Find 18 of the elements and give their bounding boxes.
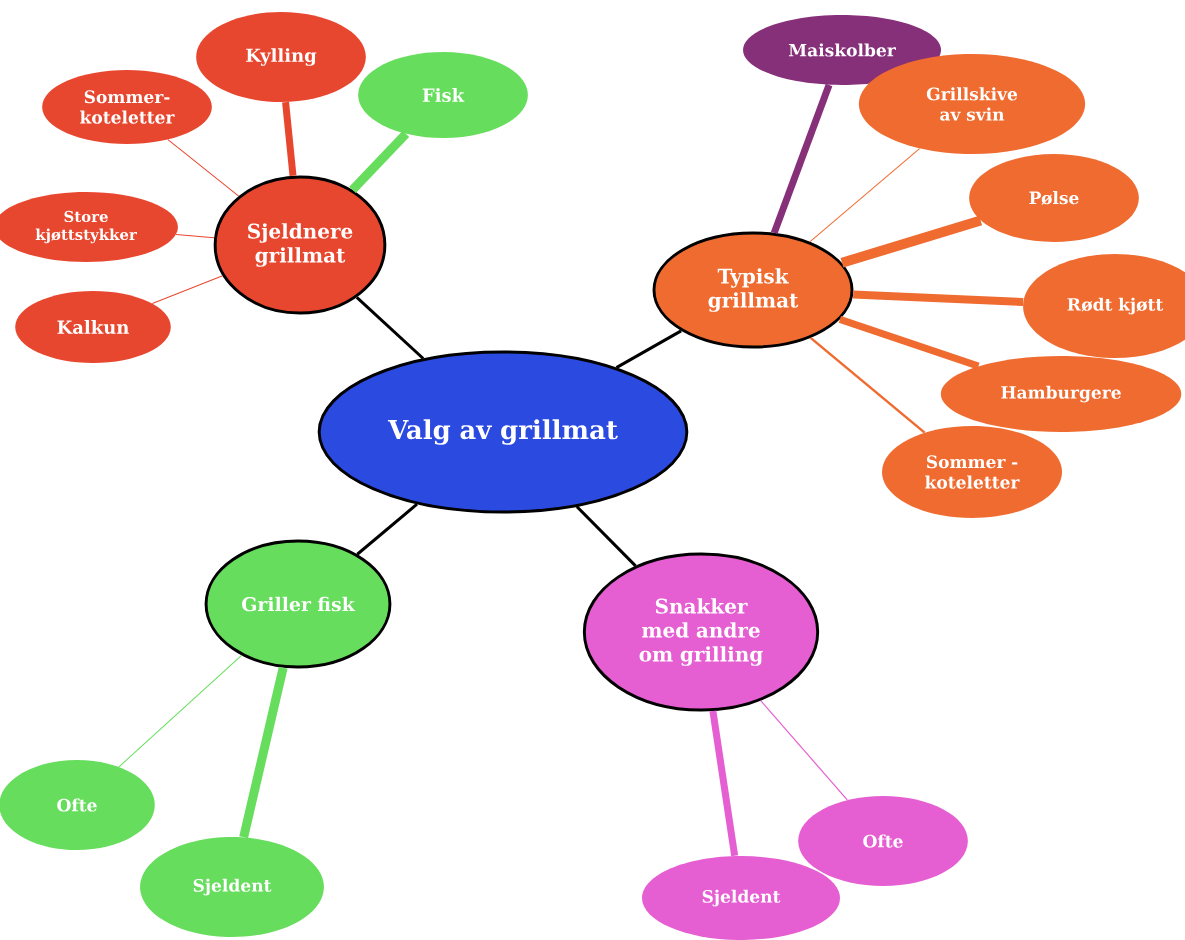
connector-line <box>356 503 418 556</box>
connector-line <box>118 654 243 768</box>
connector-line <box>167 139 240 197</box>
connector-line <box>151 275 224 304</box>
connector-line <box>349 130 410 193</box>
connector-line <box>239 666 288 839</box>
connector-line <box>709 710 739 857</box>
connector-line <box>809 148 921 243</box>
connector-line <box>840 215 983 268</box>
connector-line <box>615 329 682 369</box>
connector-line <box>760 700 848 801</box>
connector-line <box>838 316 980 370</box>
connector-line <box>575 505 637 567</box>
connector-line <box>282 101 297 177</box>
connector-line <box>770 83 833 235</box>
connector-line <box>355 296 425 360</box>
connector-line <box>175 234 215 239</box>
connector-line <box>809 336 926 434</box>
